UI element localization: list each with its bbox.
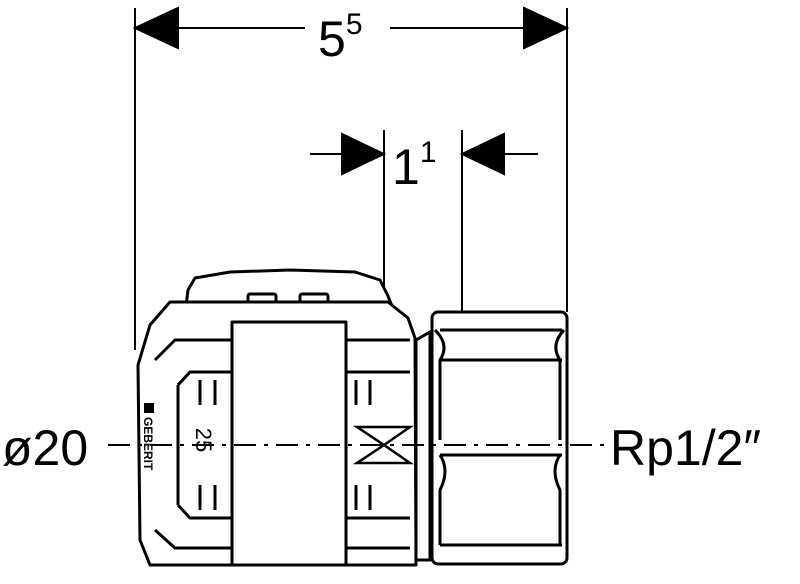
overall-arrow-right <box>523 6 570 50</box>
left-diameter-label: ø20 <box>2 420 88 476</box>
fitting-press-body <box>136 268 432 567</box>
hex-nut-outline <box>430 310 569 566</box>
offset-dimension-label: 11 <box>392 136 437 195</box>
brand-text: GEBERIT <box>141 417 155 471</box>
overall-dimension <box>132 6 570 350</box>
overall-arrow-left <box>132 6 179 50</box>
press-sleeve <box>230 320 348 567</box>
offset-arrow-left <box>341 132 387 176</box>
hex-facet-bottom <box>438 454 562 545</box>
right-thread-label: Rp1/2″ <box>610 420 761 476</box>
size-marking: 25 <box>191 428 216 452</box>
hex-nut <box>430 310 569 566</box>
brand-marking: GEBERIT <box>141 403 155 471</box>
brand-logo-square <box>144 403 154 413</box>
flow-direction-icon <box>352 425 415 465</box>
overall-dimension-label: 55 <box>318 8 363 67</box>
offset-arrow-right <box>459 132 505 176</box>
offset-dimension <box>310 130 538 325</box>
